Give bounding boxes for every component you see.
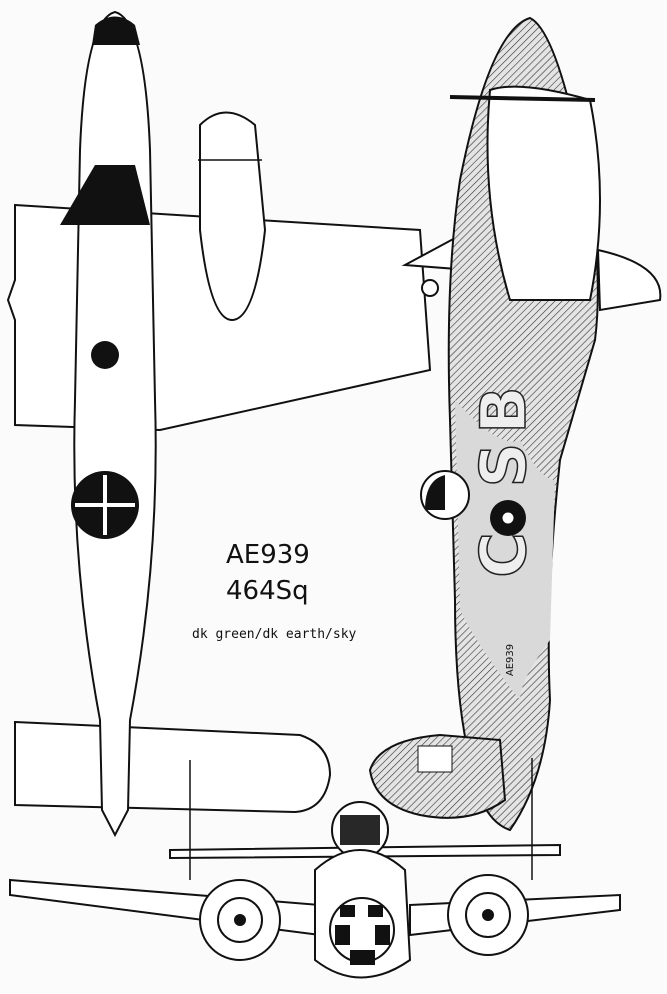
propeller — [449, 95, 596, 102]
code-letter-s: S — [467, 443, 540, 488]
side-view-fin — [368, 733, 507, 819]
side-view: C S B AE939 — [368, 16, 662, 832]
fuselage-serial: AE939 — [505, 644, 516, 676]
upper-roundel — [91, 341, 119, 369]
side-view-tailplane — [596, 248, 662, 312]
top-view-fuselage — [73, 10, 157, 838]
top-view-tailplane — [14, 720, 332, 814]
tail-wheel — [421, 279, 439, 297]
side-view-engine — [486, 85, 601, 301]
caption-colour-scheme: dk green/dk earth/sky — [192, 627, 357, 642]
code-letter-c: C — [467, 532, 540, 578]
code-letter-b: B — [467, 386, 540, 433]
nose-glazing — [92, 16, 140, 45]
top-view — [6, 10, 432, 838]
front-view — [9, 758, 621, 979]
caption-squadron: 464Sq — [226, 576, 309, 606]
sky-underside — [455, 400, 555, 700]
cockpit-canopy — [60, 165, 150, 225]
top-view-engine-nacelle — [199, 111, 267, 322]
caption-serial: AE939 — [226, 540, 310, 570]
fin-grille — [417, 745, 453, 773]
